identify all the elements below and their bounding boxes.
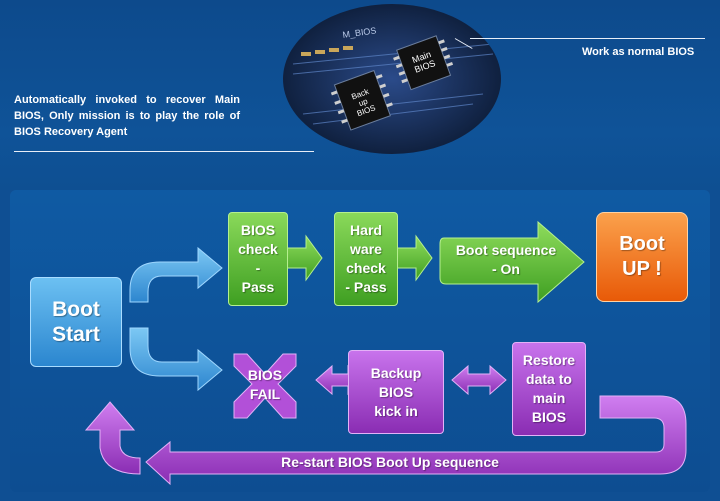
- boot-up-label: Boot UP !: [619, 233, 665, 280]
- down-branch-arrow: [129, 327, 223, 392]
- backup-bios-caption: Automatically invoked to recover Main BI…: [14, 94, 240, 138]
- restart-sequence-label-box: Re-start BIOS Boot Up sequence: [200, 452, 580, 472]
- bios-check-label: BIOS check - Pass: [238, 222, 278, 295]
- boot-start-box: Boot Start: [30, 277, 122, 367]
- boot-sequence-arrow: [439, 220, 585, 304]
- main-bios-caption: Work as normal BIOS: [582, 46, 695, 58]
- backup-kick-in-label: Backup BIOS kick in: [370, 364, 422, 419]
- restore-data-label: Restore data to main BIOS: [522, 352, 576, 425]
- silk-label: M_BIOS: [342, 25, 377, 40]
- restore-data-box: Restore data to main BIOS: [512, 342, 586, 436]
- boot-start-label: Boot Start: [52, 298, 100, 346]
- motherboard-photo: M_BIOS MainBIOS BackupBIOS: [283, 4, 501, 154]
- boot-sequence-label-box: Boot sequence - On: [446, 238, 566, 282]
- backup-chip-line-1: up: [357, 97, 369, 109]
- hardware-check-box: Hard ware check - Pass: [334, 212, 398, 306]
- hardware-check-label: Hard ware check - Pass: [345, 222, 387, 295]
- hardware-to-boot-arrow: [395, 234, 433, 282]
- bios-fail-label: BIOS FAIL: [247, 367, 283, 402]
- backup-bios-callout-line: [14, 151, 314, 152]
- backup-kick-in-box: Backup BIOS kick in: [348, 350, 444, 434]
- main-bios-callout-line: [470, 38, 705, 39]
- restart-sequence-label: Re-start BIOS Boot Up sequence: [281, 454, 499, 470]
- up-branch-arrow: [129, 246, 223, 303]
- check-to-hardware-arrow: [286, 234, 323, 282]
- boot-sequence-label: Boot sequence - On: [455, 242, 557, 277]
- restart-loop-arrow: [145, 395, 687, 486]
- restart-return-arrow: [84, 401, 141, 475]
- bios-fail-box: BIOS FAIL: [234, 360, 296, 410]
- boot-up-box: Boot UP !: [596, 212, 688, 302]
- backup-restore-arrow: [451, 364, 507, 396]
- bios-check-box: BIOS check - Pass: [228, 212, 288, 306]
